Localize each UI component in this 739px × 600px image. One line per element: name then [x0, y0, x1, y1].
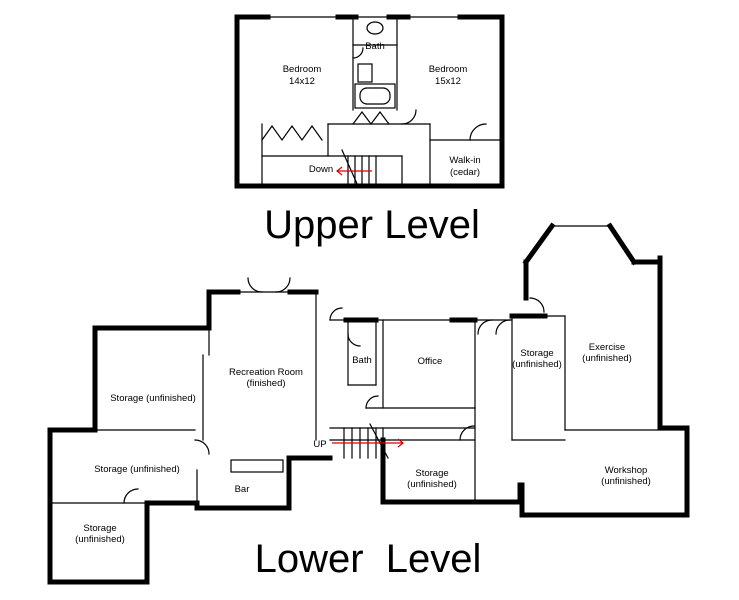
workshop-detail: (unfinished) — [601, 476, 651, 487]
storage-under-stair-name: Storage — [415, 468, 448, 479]
door-swing — [529, 297, 545, 313]
door-swing — [329, 307, 343, 321]
exercise-name: Exercise — [589, 342, 625, 353]
workshop-name: Workshop — [605, 465, 648, 476]
upper-level-plan: Bath Bedroom 14x12 Bedroom 15x12 Walk-in… — [234, 14, 505, 189]
door-swing — [495, 319, 511, 335]
storage-left-bottom-detail: (unfinished) — [75, 534, 125, 545]
door-swing — [275, 277, 291, 293]
bedroom-left-size: 14x12 — [289, 76, 315, 87]
bay-wall — [522, 222, 556, 266]
arrow-head — [336, 166, 343, 176]
door-swing — [123, 488, 139, 504]
walkin-name: Walk-in — [449, 155, 480, 166]
bar-counter — [230, 459, 284, 473]
storage-under-stair-detail: (unfinished) — [407, 479, 457, 490]
upper-bath-label: Bath — [365, 41, 385, 52]
down-label: Down — [309, 164, 333, 175]
storage-center-detail: (unfinished) — [512, 359, 562, 370]
door-swing — [459, 425, 475, 441]
up-label: UP — [313, 439, 326, 450]
bathtub-icon — [354, 83, 396, 109]
bifold-closet-door — [261, 124, 323, 142]
lower-bath-label: Bath — [352, 355, 372, 366]
office-label: Office — [418, 356, 443, 367]
bifold-closet-door — [352, 111, 390, 125]
lower-outer-wall-south — [380, 437, 478, 505]
upper-level-title: Upper Level — [264, 203, 480, 247]
walkin-detail: (cedar) — [450, 167, 480, 178]
door-swing — [352, 47, 364, 59]
bathtub-basin — [359, 87, 391, 105]
lower-outer-wall-west — [47, 289, 333, 585]
door-swing — [469, 123, 487, 141]
bedroom-left-name: Bedroom — [283, 64, 322, 75]
storage-left-mid-label: Storage (unfinished) — [94, 464, 180, 475]
recreation-room-detail: (finished) — [246, 378, 285, 389]
arrow-head — [397, 438, 404, 448]
door-swing — [247, 277, 263, 293]
bedroom-right-size: 15x12 — [435, 76, 461, 87]
lower-level-title: Lower Level — [255, 537, 482, 581]
bar-label: Bar — [235, 484, 250, 495]
door-swing — [347, 333, 361, 347]
storage-left-top-label: Storage (unfinished) — [110, 393, 196, 404]
storage-left-bottom-name: Storage — [83, 523, 116, 534]
lower-outer-wall-east — [472, 255, 690, 518]
door-swing — [365, 395, 379, 409]
door-swing — [194, 439, 210, 455]
bay-wall — [606, 222, 638, 266]
storage-center-name: Storage — [520, 348, 553, 359]
toilet-icon — [357, 63, 373, 83]
door-swing — [401, 109, 417, 125]
recreation-room-name: Recreation Room — [229, 367, 303, 378]
lower-level-plan: Recreation Room (finished) Bath Office S… — [47, 222, 690, 585]
door-swing — [477, 319, 493, 335]
exercise-detail: (unfinished) — [582, 353, 632, 364]
bay-window — [525, 225, 635, 263]
bedroom-right-name: Bedroom — [429, 64, 468, 75]
sink-icon — [366, 21, 384, 35]
